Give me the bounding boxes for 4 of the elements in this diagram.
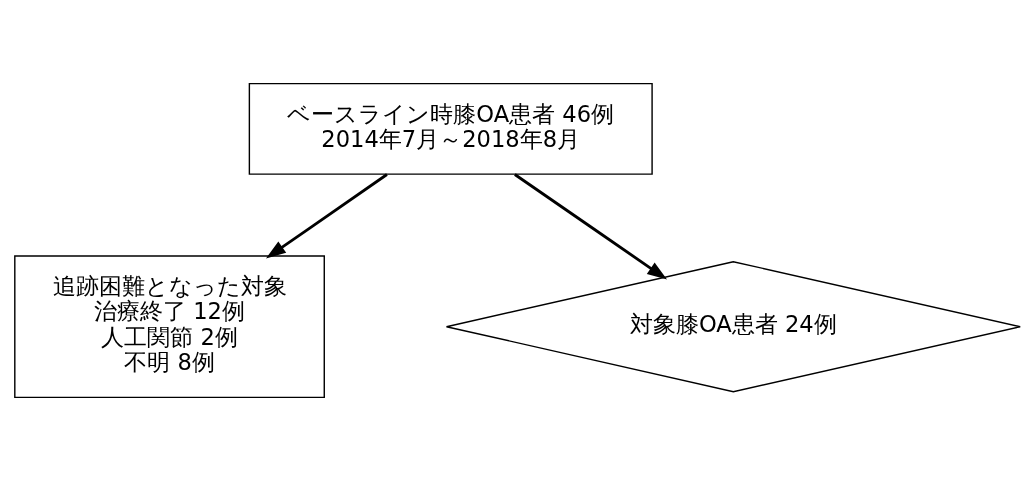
arrow — [514, 173, 668, 280]
arrow — [265, 173, 388, 259]
node-box: ベースライン時膝OA患者 46例 2014年7月～2018年8月 — [248, 82, 653, 175]
node-box: 追跡困難となった対象 治療終了 12例 人工関節 2例 不明 8例 — [14, 255, 325, 399]
